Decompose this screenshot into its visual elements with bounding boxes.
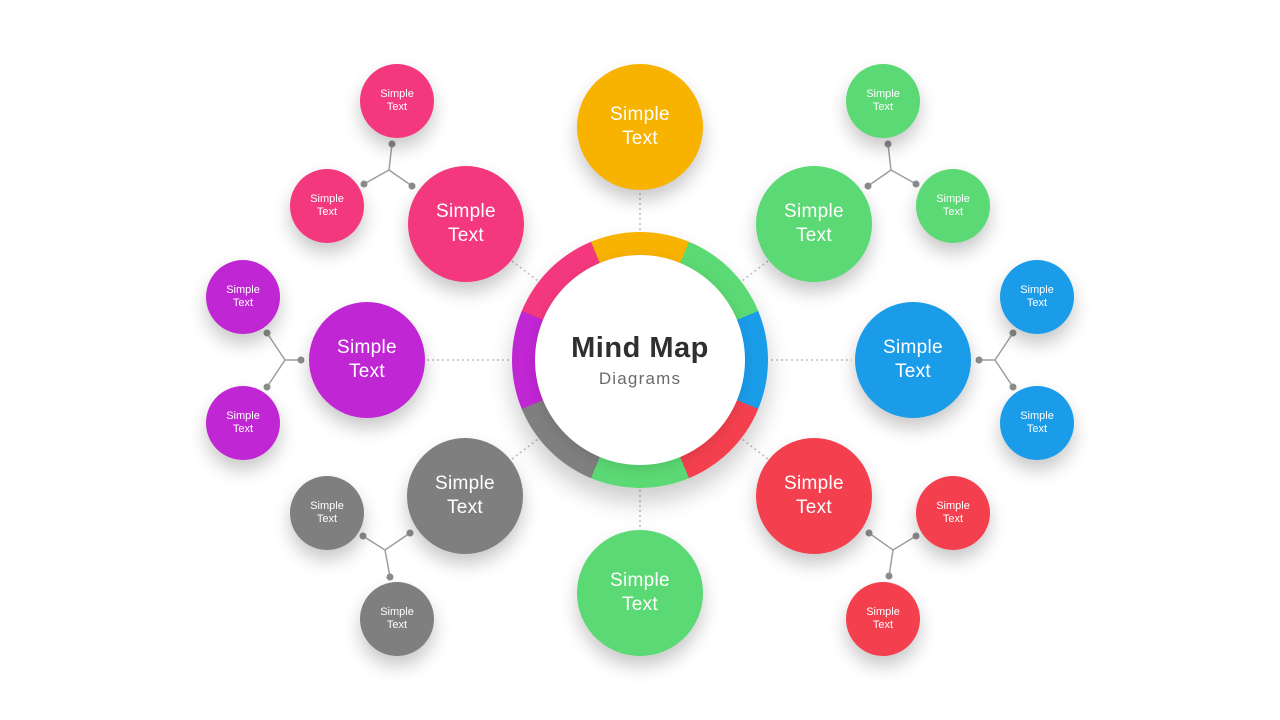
dotted-link-top-left — [511, 260, 539, 282]
center-ring: Mind Map Diagrams — [512, 232, 768, 488]
child-node-label: Simple Text — [1020, 409, 1054, 435]
branch-node-left-label: Simple Text — [337, 337, 397, 382]
child-node-top-right-2: Simple Text — [916, 169, 990, 243]
dotted-link-bottom-left — [511, 438, 539, 460]
dotted-link-bottom-right — [741, 438, 769, 460]
branch-node-bottom-label: Simple Text — [610, 570, 670, 615]
mindmap-title: Mind Map — [571, 331, 709, 364]
branch-node-right-label: Simple Text — [883, 337, 943, 382]
child-node-label: Simple Text — [1020, 283, 1054, 309]
branch-node-bottom-left-label: Simple Text — [435, 473, 495, 518]
dotted-link-top-right — [741, 260, 769, 282]
child-node-bottom-right-2: Simple Text — [846, 582, 920, 656]
child-node-label: Simple Text — [866, 87, 900, 113]
center-circle: Mind Map Diagrams — [535, 255, 745, 465]
branch-connector-bottom-left — [359, 529, 414, 581]
branch-connector-left — [263, 329, 305, 391]
mindmap-subtitle: Diagrams — [598, 368, 682, 388]
branch-node-bottom-right-label: Simple Text — [784, 473, 844, 518]
branch-node-bottom-left: Simple Text — [407, 438, 523, 554]
child-node-label: Simple Text — [310, 499, 344, 525]
child-node-label: Simple Text — [380, 605, 414, 631]
branch-connector-bottom-right — [865, 529, 920, 580]
branch-node-top-label: Simple Text — [610, 104, 670, 149]
branch-node-top-left-label: Simple Text — [436, 201, 496, 246]
branch-node-top-right: Simple Text — [756, 166, 872, 282]
child-node-right-1: Simple Text — [1000, 260, 1074, 334]
child-node-bottom-right-1: Simple Text — [916, 476, 990, 550]
branch-connector-right — [975, 329, 1017, 391]
child-node-label: Simple Text — [866, 605, 900, 631]
child-node-label: Simple Text — [936, 499, 970, 525]
child-node-top-left-2: Simple Text — [290, 169, 364, 243]
branch-node-top: Simple Text — [577, 64, 703, 190]
child-node-bottom-left-1: Simple Text — [290, 476, 364, 550]
branch-node-top-right-label: Simple Text — [784, 201, 844, 246]
child-node-bottom-left-2: Simple Text — [360, 582, 434, 656]
child-node-label: Simple Text — [936, 192, 970, 218]
branch-node-top-left: Simple Text — [408, 166, 524, 282]
branch-node-right: Simple Text — [855, 302, 971, 418]
child-node-label: Simple Text — [380, 87, 414, 113]
child-node-top-right-1: Simple Text — [846, 64, 920, 138]
branch-node-bottom-right: Simple Text — [756, 438, 872, 554]
child-node-top-left-1: Simple Text — [360, 64, 434, 138]
child-node-label: Simple Text — [310, 192, 344, 218]
child-node-label: Simple Text — [226, 283, 260, 309]
child-node-label: Simple Text — [226, 409, 260, 435]
child-node-left-1: Simple Text — [206, 260, 280, 334]
child-node-left-2: Simple Text — [206, 386, 280, 460]
branch-connector-top-right — [864, 140, 920, 190]
branch-connector-top-left — [360, 140, 416, 190]
child-node-right-2: Simple Text — [1000, 386, 1074, 460]
branch-node-left: Simple Text — [309, 302, 425, 418]
branch-node-bottom: Simple Text — [577, 530, 703, 656]
